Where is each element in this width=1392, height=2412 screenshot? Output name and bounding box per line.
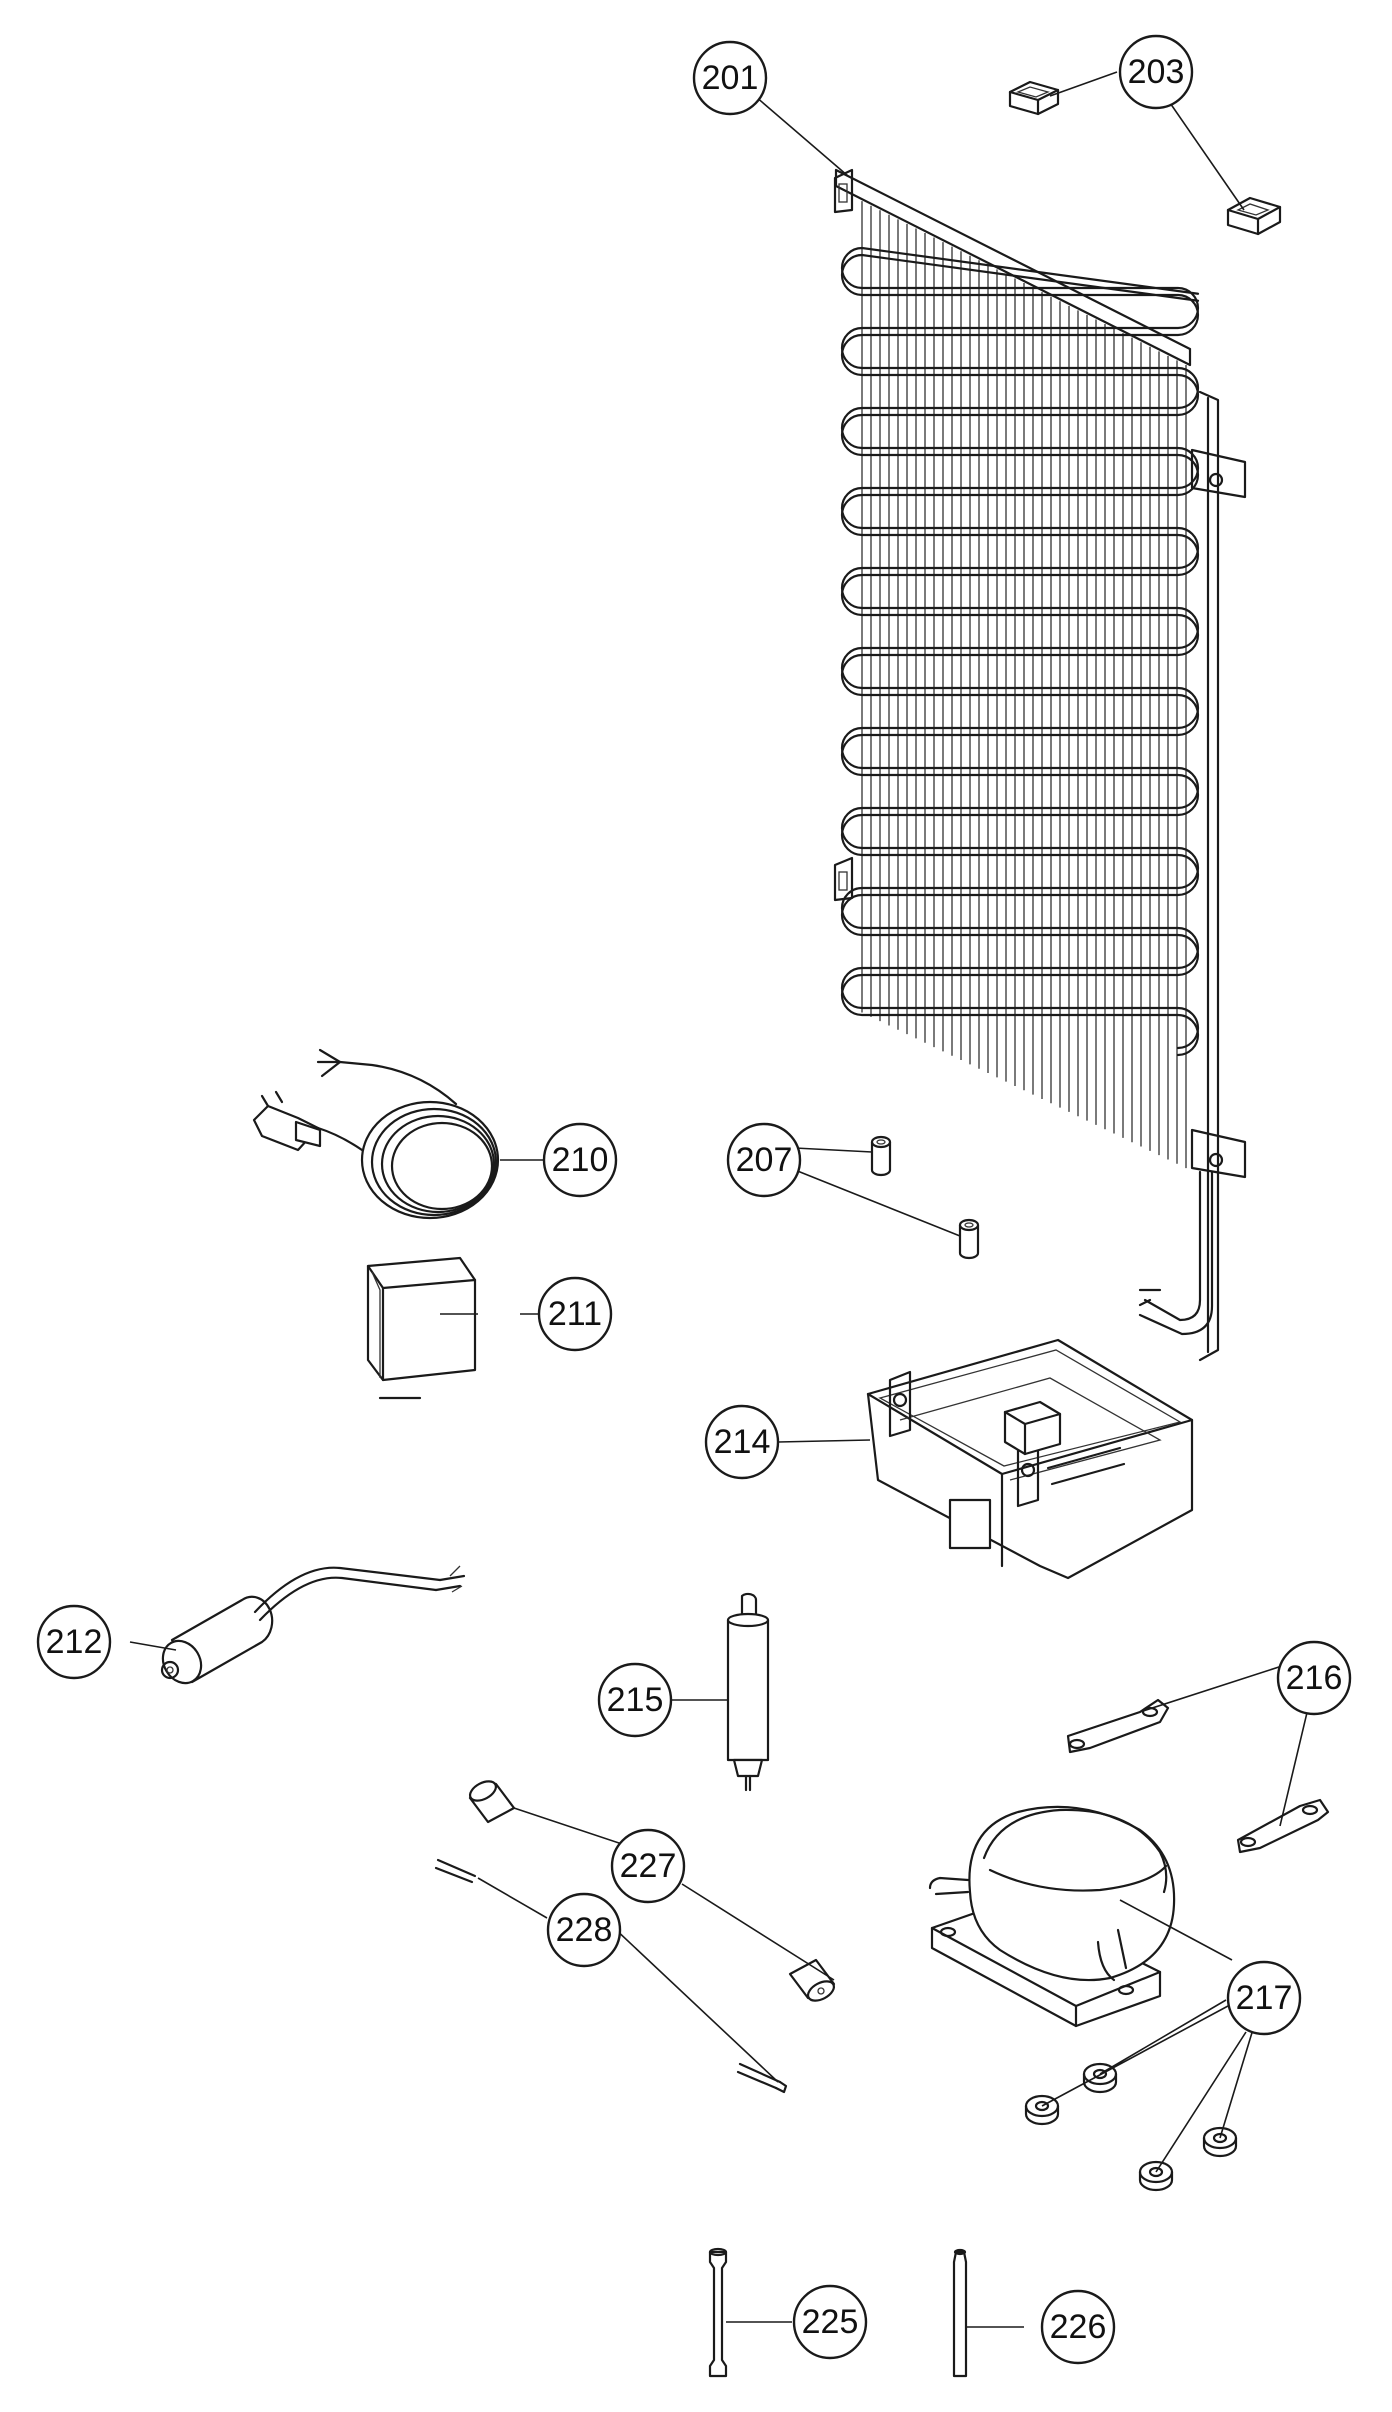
tube-part (708, 2247, 968, 2378)
power-cord-part (252, 1048, 500, 1220)
callout-label: 226 (1050, 2308, 1107, 2346)
relay-box-part (366, 1256, 477, 1400)
callout-226: 226 (1040, 2289, 1116, 2365)
callout-210: 210 (542, 1122, 618, 1198)
callout-label: 215 (607, 1681, 664, 1719)
callout-217: 217 (1226, 1960, 1302, 2036)
callout-label: 211 (548, 1295, 602, 1333)
callout-label: 216 (1286, 1659, 1343, 1697)
callout-label: 201 (702, 59, 759, 97)
compressor-part (928, 1805, 1238, 2192)
callout-label: 227 (620, 1847, 677, 1885)
filter-drier-part (726, 1592, 770, 1792)
callout-label: 228 (556, 1911, 613, 1949)
callout-label: 212 (46, 1623, 103, 1661)
callout-label: 203 (1128, 53, 1185, 91)
callout-201: 201 (692, 40, 768, 116)
callout-228: 228 (546, 1892, 622, 1968)
callout-225: 225 (792, 2284, 868, 2360)
bushing-part (870, 1135, 980, 1260)
clip-part (1066, 1698, 1330, 1854)
drain-tray-part (866, 1338, 1194, 1580)
callout-214: 214 (704, 1404, 780, 1480)
grommet-part (1024, 2062, 1238, 2192)
callout-212: 212 (36, 1604, 112, 1680)
callout-label: 214 (714, 1423, 771, 1461)
capillary-tube-part (434, 1858, 788, 2094)
callout-211: 211 (537, 1276, 613, 1352)
condenser-coil-part (833, 168, 1247, 1362)
connector-sleeve-part (468, 1780, 836, 2002)
capacitor-part (160, 1565, 466, 1685)
callout-label: 225 (802, 2303, 859, 2341)
callout-label: 217 (1236, 1979, 1293, 2017)
callout-215: 215 (597, 1662, 673, 1738)
callout-227: 227 (610, 1828, 686, 1904)
callout-label: 210 (552, 1141, 609, 1179)
leader-lines (129, 71, 1311, 2328)
callout-label: 207 (736, 1141, 793, 1179)
callout-207: 207 (726, 1122, 802, 1198)
callout-203: 203 (1118, 34, 1194, 110)
callout-216: 216 (1276, 1640, 1352, 1716)
